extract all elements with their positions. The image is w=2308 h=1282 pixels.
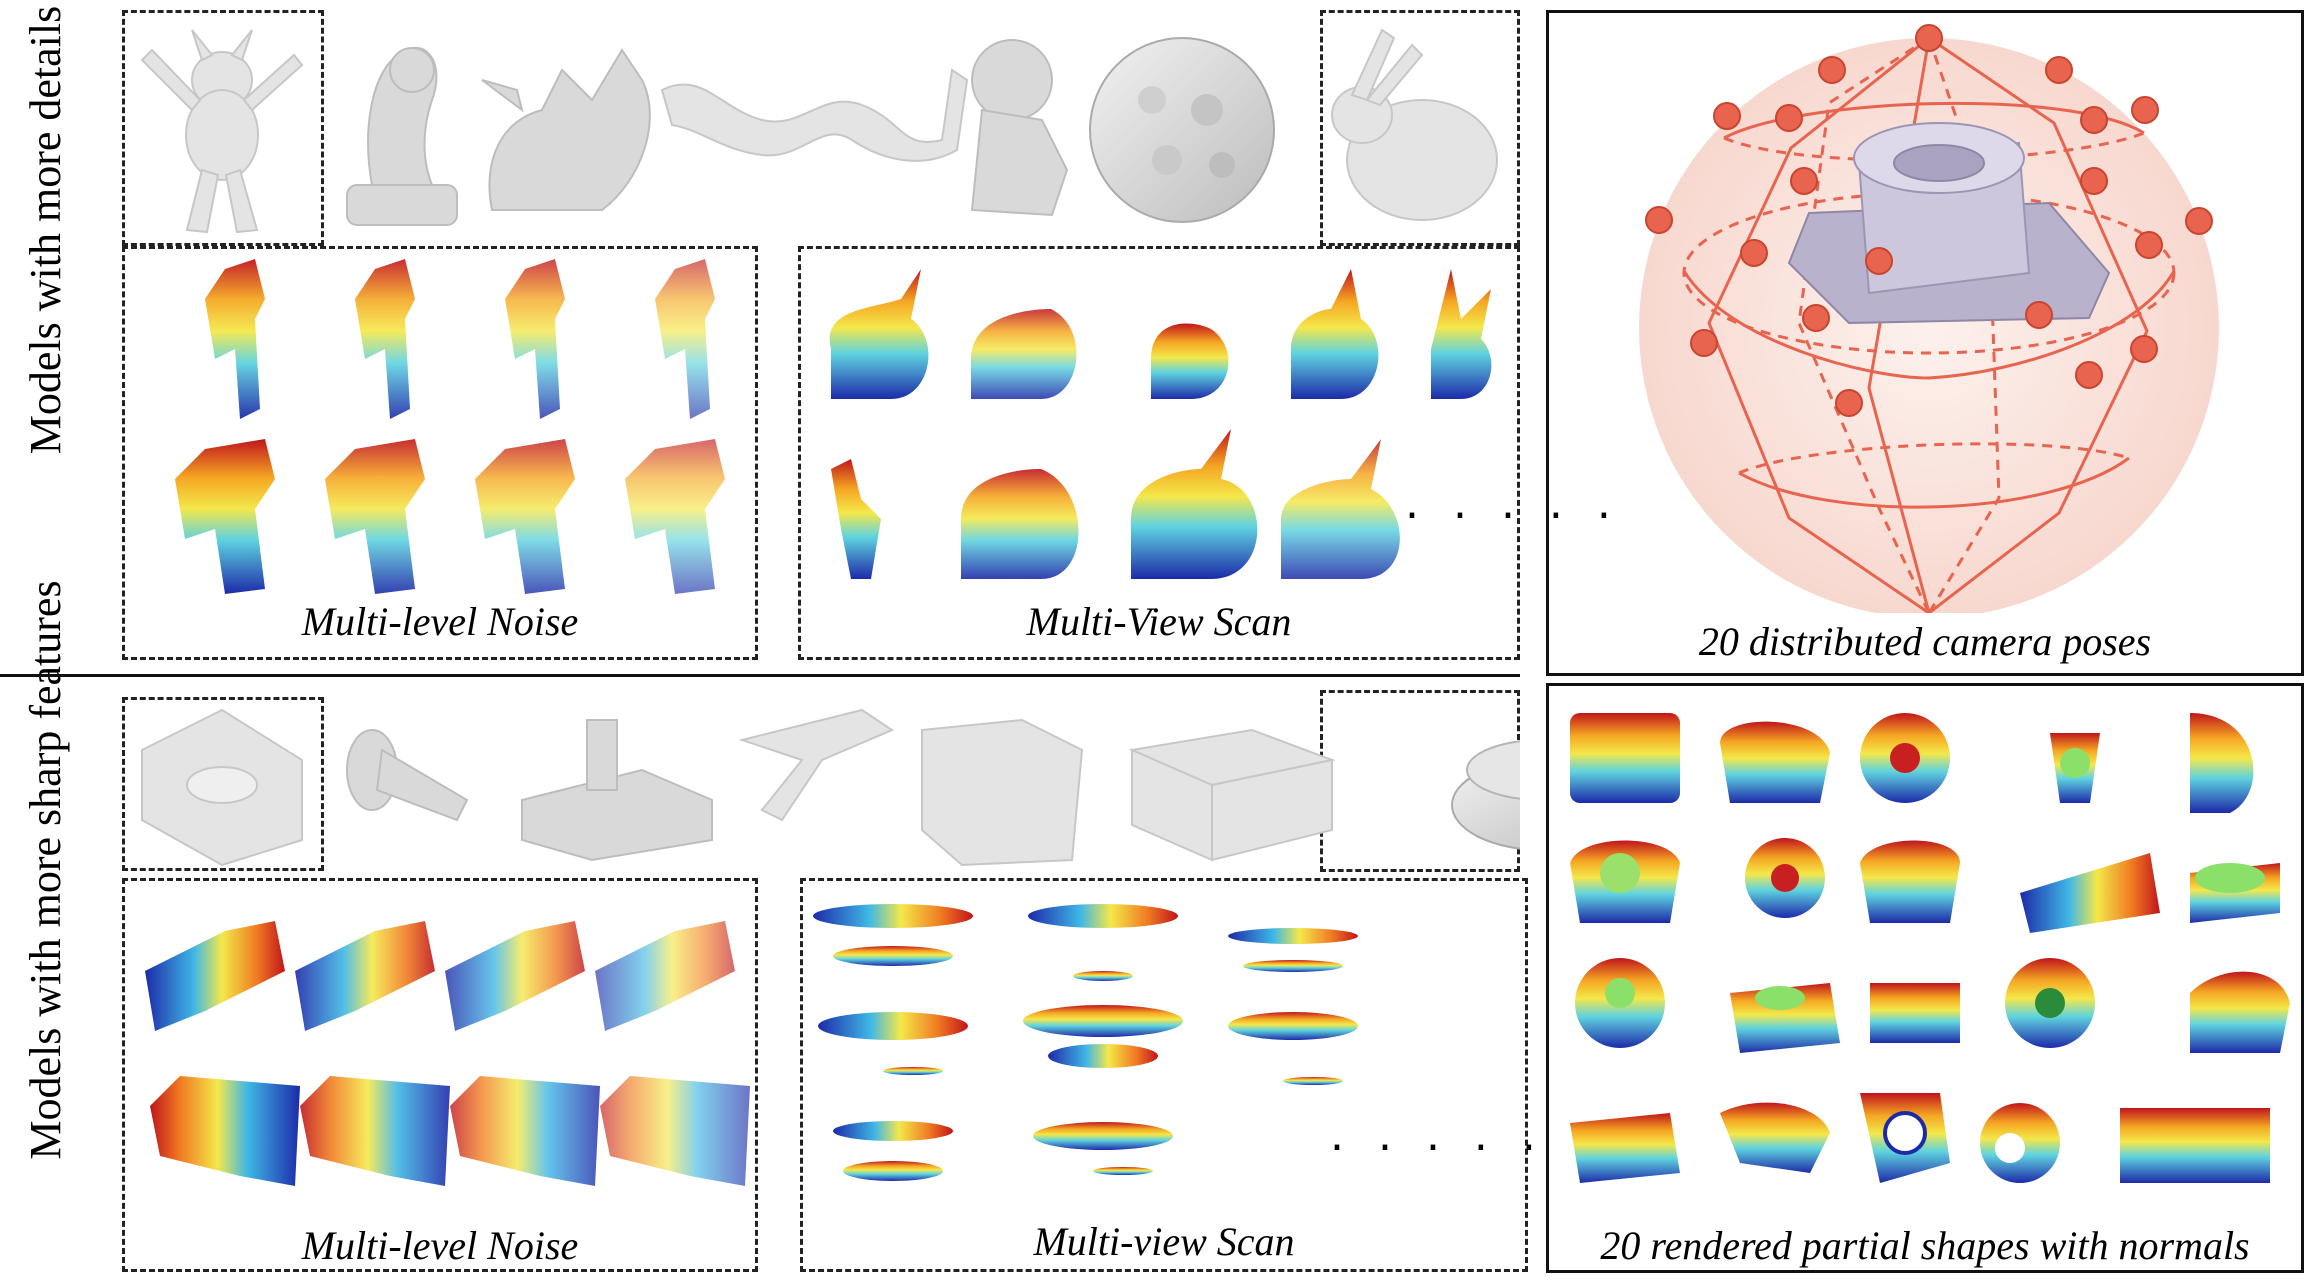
armadillo-shape xyxy=(140,29,304,234)
caption-top-scan: Multi-View Scan xyxy=(1026,599,1292,644)
mount-shape xyxy=(521,719,713,862)
bunny-scan-row-1 xyxy=(829,269,1492,399)
disc-bearing-shape xyxy=(1451,740,1520,850)
bottom-scan-points xyxy=(813,904,1358,1181)
dragon-statue-shape xyxy=(481,48,651,211)
bunny-shape xyxy=(1331,28,1498,221)
screw-shape xyxy=(346,729,469,822)
top-scan-points xyxy=(829,269,1492,579)
row-label-details: Models with more details xyxy=(21,5,70,455)
lion-statue-shape xyxy=(970,39,1069,217)
top-scan-ellipsis: . . . . . xyxy=(1405,478,1621,529)
bracket-noise-row-1 xyxy=(145,921,735,1031)
partial-shapes-panel xyxy=(1546,683,2304,1273)
disc-scan-row-3 xyxy=(833,1121,1173,1181)
camera-poses-panel xyxy=(1546,10,2304,676)
bottom-scan-ellipsis: . . . . . xyxy=(1330,1110,1546,1161)
caption-partial-shapes: 20 rendered partial shapes with normals xyxy=(1600,1223,2250,1268)
top-noise-panel xyxy=(122,246,758,660)
disc-scan-row-1 xyxy=(813,904,1358,981)
link-arm-shape xyxy=(738,708,895,822)
bottom-noise-panel xyxy=(122,878,758,1272)
partial-row-3 xyxy=(1575,958,2290,1053)
caption-bottom-scan: Multi-view Scan xyxy=(1033,1219,1295,1264)
partial-row-4 xyxy=(1570,1093,2270,1183)
armadillo-noise-back-row xyxy=(205,259,715,419)
bumpy-sphere-shape xyxy=(1089,37,1275,223)
row-divider xyxy=(0,674,1520,677)
camera-sphere-diagram xyxy=(1639,24,2219,613)
merlion-shape xyxy=(346,46,458,226)
bottom-scan-panel xyxy=(800,878,1528,1272)
bunny-scan-row-2 xyxy=(831,429,1400,579)
row-label-sharp: Models with more sharp features xyxy=(21,580,70,1160)
top-noise-points xyxy=(175,259,725,594)
chinese-dragon-shape xyxy=(660,68,969,162)
top-clean-shapes xyxy=(140,28,1498,234)
camera-sphere xyxy=(1639,38,2219,613)
partial-row-2 xyxy=(1570,838,2280,933)
armadillo-highlight-box xyxy=(122,10,324,246)
armadillo-noise-front-row xyxy=(175,439,725,594)
caption-camera-poses: 20 distributed camera poses xyxy=(1698,619,2152,664)
disc-scan-row-2 xyxy=(818,1005,1358,1085)
partial-shapes-grid xyxy=(1570,713,2290,1183)
bottom-clean-shapes xyxy=(141,708,1520,867)
bunny-highlight-box xyxy=(1320,10,1520,246)
camera-pose-markers xyxy=(1645,24,2213,417)
cad-part-model xyxy=(1787,122,2111,325)
bracket-shape xyxy=(141,708,303,867)
top-scan-panel xyxy=(798,246,1520,660)
frame-part-shape xyxy=(921,718,1084,867)
bracket-highlight-box xyxy=(122,697,324,871)
caption-bottom-noise: Multi-level Noise xyxy=(301,1223,579,1268)
bracket-noise-row-2 xyxy=(150,1076,750,1186)
partial-row-1 xyxy=(1570,713,2254,813)
bottom-noise-points xyxy=(145,921,750,1186)
caption-top-noise: Multi-level Noise xyxy=(301,599,579,644)
lego-brick-shape xyxy=(1128,728,1336,862)
